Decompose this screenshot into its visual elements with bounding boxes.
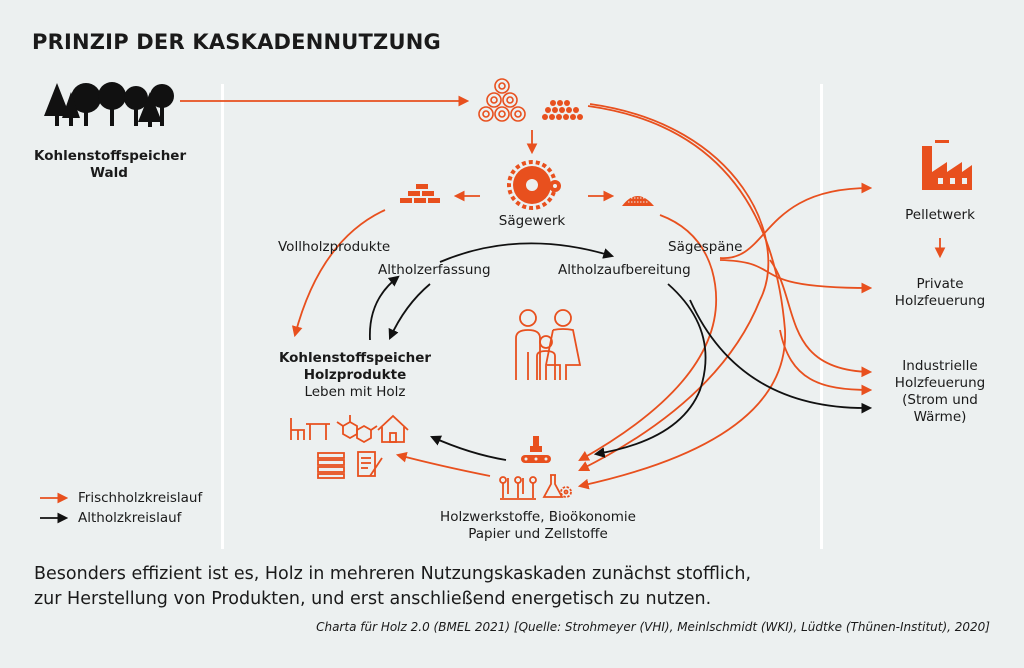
industrial-line4: Wärme)	[913, 409, 967, 425]
house-icon	[377, 414, 409, 443]
factory-icon	[922, 140, 972, 190]
saw-blade-icon	[507, 160, 561, 210]
arrow-lumber-to-products	[291, 209, 386, 338]
source-note: Charta für Holz 2.0 (BMEL 2021) [Quelle:…	[316, 620, 990, 634]
left-divider	[221, 84, 224, 549]
industrial-label: Industrielle Holzfeuerung (Strom und Wär…	[880, 358, 1000, 426]
legend-fresh-label: Frischholzkreislauf	[78, 490, 203, 506]
waste-collection-label: Altholzerfassung	[378, 262, 491, 278]
materials-icons	[499, 436, 572, 500]
materials-line2: Papier und Zellstoffe	[468, 526, 608, 542]
molecule-icon	[336, 415, 378, 444]
waste-processing-label: Altholzaufbereitung	[558, 262, 691, 278]
paper-pen-icon	[357, 451, 383, 477]
industrial-line2: Holzfeuerung	[894, 375, 986, 391]
wood-chips-icon	[542, 100, 583, 120]
flask-gear-icon	[542, 474, 572, 498]
lumber-boards-icon	[317, 452, 345, 479]
arrow-sawdust-to-pellet	[719, 182, 873, 259]
product-icons	[290, 414, 409, 479]
arrow-collection-to-processing	[439, 242, 615, 263]
arrow-processing-to-materials	[593, 283, 707, 458]
forest-icon	[44, 82, 174, 127]
caption-line2: zur Herstellung von Produkten, und erst …	[34, 589, 712, 609]
arrow-materials-to-products-black	[430, 435, 507, 461]
fresh-wood-arrows	[180, 95, 946, 490]
private-label: Private Holzfeuerung	[880, 276, 1000, 310]
legend-marks	[40, 492, 69, 524]
forest-label-line1: Kohlenstoffspeicher	[34, 148, 187, 164]
materials-label: Holzwerkstoffe, Bioökonomie Papier und Z…	[428, 509, 648, 543]
industrial-line3: (Strom und	[902, 392, 978, 408]
caption-line1: Besonders effizient ist es, Holz in mehr…	[34, 564, 752, 584]
private-line1: Private	[916, 276, 964, 292]
wood-products-label: Kohlenstoffspeicher Holzprodukte Leben m…	[270, 350, 440, 401]
wood-products-line1: Kohlenstoffspeicher	[278, 350, 432, 366]
family-icon	[515, 309, 582, 380]
forest-label-line2: Wald	[90, 165, 128, 181]
wood-products-line3: Leben mit Holz	[304, 384, 406, 400]
sawdust-pile-icon	[622, 193, 654, 206]
industrial-line1: Industrielle	[902, 358, 978, 374]
arrow-products-to-collection	[369, 275, 400, 341]
arrow-chips-to-materials	[577, 105, 786, 490]
page-title: PRINZIP DER KASKADENNUTZUNG	[32, 30, 441, 54]
arrow-to-industrial-2	[779, 329, 873, 396]
solid-wood-label: Vollholzprodukte	[278, 239, 391, 255]
press-machine-icon	[521, 436, 551, 463]
pellet-label: Pelletwerk	[905, 207, 975, 223]
arrow-collection-to-products	[388, 283, 431, 340]
wood-products-line2: Holzprodukte	[303, 367, 407, 383]
chair-table-icon	[290, 418, 330, 440]
lumber-stack-icon	[400, 184, 440, 203]
arrow-processing-to-industrial	[689, 299, 873, 414]
sawmill-label: Sägewerk	[498, 213, 566, 229]
paper-machine-icon	[499, 476, 537, 500]
caption: Besonders effizient ist es, Holz in mehr…	[34, 562, 751, 612]
arrow-sawdust-to-private	[719, 259, 873, 294]
arrow-materials-to-products	[395, 451, 491, 477]
forest-label: Kohlenstoffspeicher Wald	[34, 148, 187, 182]
arrow-chips-to-materials-2	[578, 103, 770, 471]
log-pile-icon	[478, 78, 526, 122]
arrow-sawdust-to-materials	[578, 214, 717, 462]
right-divider	[820, 84, 823, 549]
sawdust-label: Sägespäne	[668, 239, 743, 255]
private-line2: Holzfeuerung	[894, 293, 986, 309]
materials-line1: Holzwerkstoffe, Bioökonomie	[440, 509, 636, 525]
legend-waste-label: Altholzkreislauf	[78, 510, 182, 526]
waste-wood-arrows	[369, 242, 873, 461]
arrow-to-industrial-1	[769, 259, 873, 378]
